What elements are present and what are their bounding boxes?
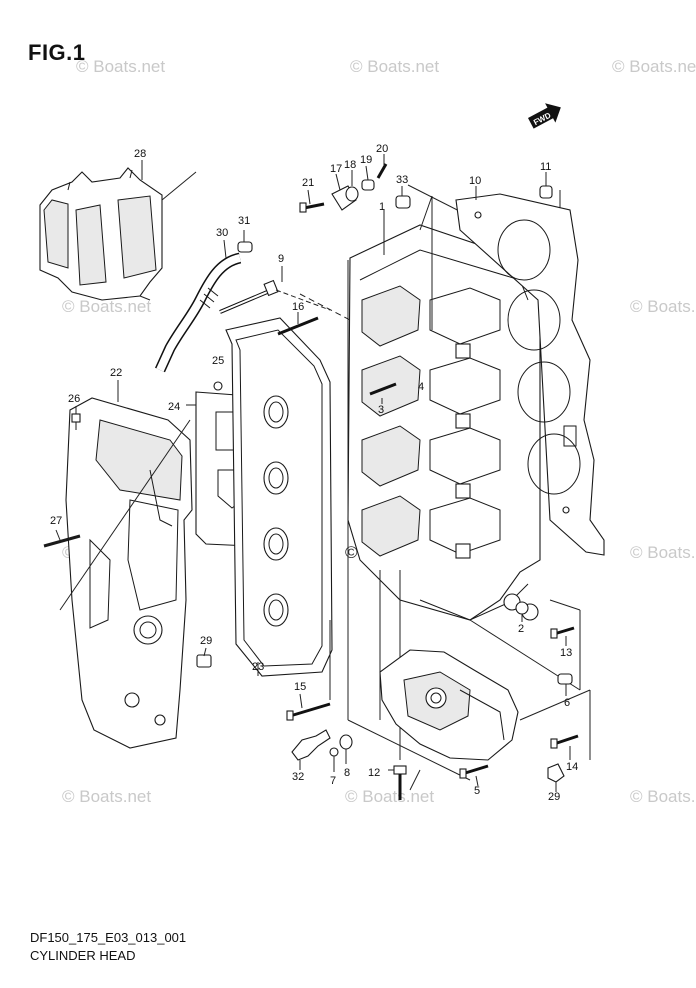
- watermark: © Boats.net: [62, 297, 151, 316]
- part-10-head-gasket: [455, 186, 605, 556]
- callout-33: 33: [396, 174, 408, 186]
- part-15-bolt: [286, 693, 331, 721]
- part-16-bolt: [277, 312, 319, 336]
- callout-30: 30: [216, 227, 228, 239]
- callout-23: 23: [252, 661, 264, 673]
- part-31-clamp: [237, 230, 253, 253]
- part-18-oring: [345, 170, 359, 202]
- watermark: © Boats.net: [630, 787, 696, 806]
- callout-14: 14: [566, 761, 578, 773]
- part-29-grommet-left: [196, 647, 212, 668]
- callout-6: 6: [564, 697, 570, 709]
- part-19-collar: [361, 165, 375, 191]
- watermark: © Boats.net: [350, 57, 439, 76]
- callout-2: 2: [518, 623, 524, 635]
- part-13-bolt: [550, 626, 575, 646]
- callout-13: 13: [560, 647, 572, 659]
- callout-7: 7: [330, 775, 336, 787]
- part-2-oring: [515, 601, 529, 622]
- part-lower-housing: [379, 649, 519, 761]
- part-20-bolt: [376, 154, 388, 179]
- part-7-washer: [329, 747, 339, 772]
- callout-12: 12: [368, 767, 380, 779]
- callout-25: 25: [212, 355, 224, 367]
- callout-4: 4: [418, 381, 424, 393]
- callout-16: 16: [292, 301, 304, 313]
- watermark: © Boats.net: [62, 787, 151, 806]
- callout-26: 26: [68, 393, 80, 405]
- part-6-dowel: [557, 673, 573, 696]
- callout-19: 19: [360, 154, 372, 166]
- callout-22: 22: [110, 367, 122, 379]
- part-32-temp-sensor: [291, 729, 331, 770]
- callout-17: 17: [330, 163, 342, 175]
- callout-20: 20: [376, 143, 388, 155]
- part-11-dowel: [539, 172, 553, 199]
- callout-27: 27: [50, 515, 62, 527]
- part-14-bolt: [550, 734, 579, 760]
- callout-29-right: 29: [548, 791, 560, 803]
- part-12-bolt: [388, 765, 407, 800]
- part-27-bolt: [43, 529, 81, 548]
- callout-11: 11: [540, 161, 551, 173]
- part-30-hose: [154, 239, 242, 373]
- watermark: © Boats.net: [76, 57, 165, 76]
- callout-28: 28: [134, 148, 146, 160]
- part-26-bolt: [71, 406, 81, 430]
- figure-title: FIG.1: [28, 40, 86, 65]
- part-1-cylinder-head: [347, 210, 541, 720]
- drawing-code: DF150_175_E03_013_001: [30, 930, 187, 945]
- callout-3: 3: [378, 404, 384, 416]
- watermark: © Boats.net: [630, 297, 696, 316]
- watermark: © Boats.net: [630, 543, 696, 562]
- callout-8: 8: [344, 767, 350, 779]
- part-28-cover: [39, 160, 197, 301]
- callout-1: 1: [379, 201, 385, 213]
- callout-32: 32: [292, 771, 304, 783]
- callout-29-left: 29: [200, 635, 212, 647]
- part-29-grommet-right: [547, 763, 565, 792]
- part-21-bolt: [299, 189, 325, 213]
- callout-9: 9: [278, 253, 284, 265]
- part-22-side-cover: [59, 380, 193, 749]
- callout-21: 21: [302, 177, 314, 189]
- callout-18: 18: [344, 159, 356, 171]
- callout-31: 31: [238, 215, 250, 227]
- watermark: © Boats.net: [345, 787, 434, 806]
- callout-24: 24: [168, 401, 180, 413]
- part-9-bolt: [219, 266, 331, 314]
- part-23-gasket: [225, 317, 333, 677]
- part-33-dowel: [395, 186, 411, 209]
- callout-labels: 1 2 3 4 5 6 7 8 9 10 11 12 13 14 15 16 1…: [50, 143, 578, 803]
- fwd-arrow-icon: FWD: [528, 103, 561, 129]
- part-8-oring: [339, 734, 353, 764]
- part-5-bolt: [459, 764, 489, 787]
- watermark: © Boats.net: [612, 57, 696, 76]
- callout-15: 15: [294, 681, 306, 693]
- callout-10: 10: [469, 175, 481, 187]
- part-3-bolt: [369, 382, 397, 404]
- drawing-name: CYLINDER HEAD: [30, 948, 136, 963]
- callout-5: 5: [474, 785, 480, 797]
